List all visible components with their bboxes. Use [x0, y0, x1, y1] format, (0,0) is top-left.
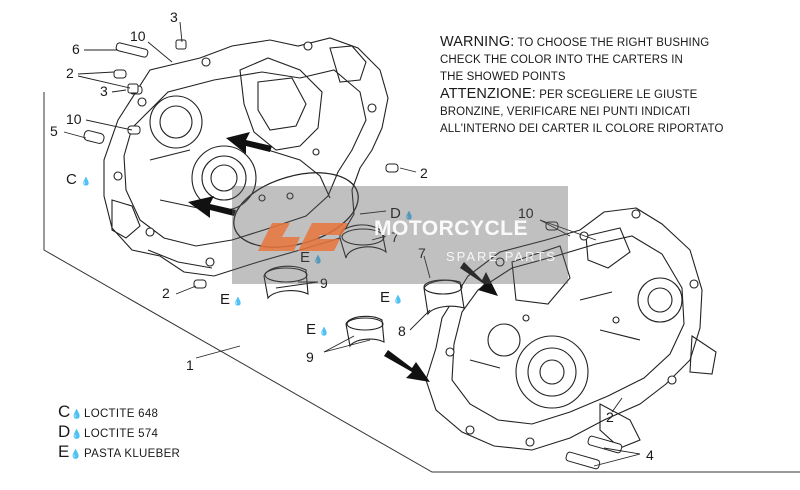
right-crankcase-half [425, 207, 717, 451]
watermark-logo-icon [258, 223, 348, 251]
callout-numbers: 3 10 6 2 3 10 5 2 2 7 9 7 8 9 10 1 2 4 [50, 9, 654, 463]
callout-4: 4 [646, 447, 654, 463]
legend-symbol-d: D [58, 422, 71, 441]
warning-text-en-3: THE SHOWED POINTS [440, 71, 566, 83]
callout-10b: 10 [66, 111, 82, 127]
watermark-banner [232, 186, 568, 284]
callout-6: 6 [72, 41, 80, 57]
marker-e4-drop: 💧 [319, 326, 329, 336]
warning-heading-en: WARNING: [440, 34, 515, 50]
callout-2b: 2 [420, 165, 428, 181]
warning-text-it-3: ALL'INTERNO DEI CARTER IL COLORE RIPORTA… [440, 123, 724, 135]
left-crankcase-half [103, 37, 389, 277]
callout-2c: 2 [162, 285, 170, 301]
marker-c-drop: 💧 [81, 176, 91, 186]
callout-leaders [63, 21, 641, 467]
assembly-frame [43, 92, 800, 473]
warning-text-it-1: PER SCEGLIERE LE GIUSTE [539, 89, 698, 101]
marker-d-drop: 💧 [404, 210, 414, 220]
drop-icon: 💧 [70, 449, 82, 459]
bushing-check-arrows [188, 132, 498, 382]
legend-text-d: LOCTITE 574 [84, 428, 159, 440]
marker-c: C [66, 171, 77, 188]
drop-icon: 💧 [71, 409, 83, 419]
warning-note: WARNING: TO CHOOSE THE RIGHT BUSHING CHE… [440, 34, 790, 138]
callout-3b: 3 [100, 83, 108, 99]
callout-8: 8 [398, 323, 406, 339]
watermark-subtitle: SPARE PARTS [446, 249, 557, 264]
drop-icon: 💧 [71, 429, 83, 439]
small-hardware [83, 39, 623, 470]
marker-e1: E [300, 249, 310, 266]
legend-symbol-e: E [58, 442, 70, 461]
watermark-title: MOTORCYCLE [374, 217, 528, 240]
legend-row-e: E💧 PASTA KLUEBER [58, 442, 180, 462]
legend-text-e: PASTA KLUEBER [84, 448, 181, 460]
callout-7b: 7 [418, 245, 426, 261]
warning-line-it-1: ATTENZIONE: PER SCEGLIERE LE GIUSTE [440, 86, 790, 104]
callout-10c: 10 [518, 205, 534, 221]
callout-3a: 3 [170, 9, 178, 25]
marker-d: D [390, 205, 401, 222]
callout-2a: 2 [66, 65, 74, 81]
callout-9b: 9 [306, 349, 314, 365]
warning-text-it-2: BRONZINE, VERIFICARE NEI PUNTI INDICATI [440, 106, 691, 118]
compound-markers: C 💧 D 💧 E 💧 E 💧 E 💧 E 💧 [66, 171, 414, 338]
callout-10a: 10 [130, 28, 146, 44]
warning-text-en-2: CHECK THE COLOR INTO THE CARTERS IN [440, 54, 683, 66]
compound-legend: C💧 LOCTITE 648 D💧 LOCTITE 574 E💧 PASTA K… [58, 402, 180, 462]
callout-9a: 9 [320, 275, 328, 291]
marker-e4: E [306, 321, 316, 338]
legend-text-c: LOCTITE 648 [84, 408, 159, 420]
warning-heading-it: ATTENZIONE: [440, 86, 536, 102]
legend-row-d: D💧 LOCTITE 574 [58, 422, 180, 442]
marker-e3-drop: 💧 [393, 294, 403, 304]
callout-2d: 2 [606, 409, 614, 425]
marker-e1-drop: 💧 [313, 254, 323, 264]
marker-e2-drop: 💧 [233, 296, 243, 306]
callout-5: 5 [50, 123, 58, 139]
legend-symbol-c: C [58, 402, 71, 421]
callout-7a: 7 [391, 229, 399, 245]
warning-line-1: WARNING: TO CHOOSE THE RIGHT BUSHING [440, 34, 790, 52]
marker-e3: E [380, 289, 390, 306]
legend-row-c: C💧 LOCTITE 648 [58, 402, 180, 422]
callout-1: 1 [186, 357, 194, 373]
marker-e2: E [220, 291, 230, 308]
warning-text-en-1: TO CHOOSE THE RIGHT BUSHING [517, 37, 710, 49]
